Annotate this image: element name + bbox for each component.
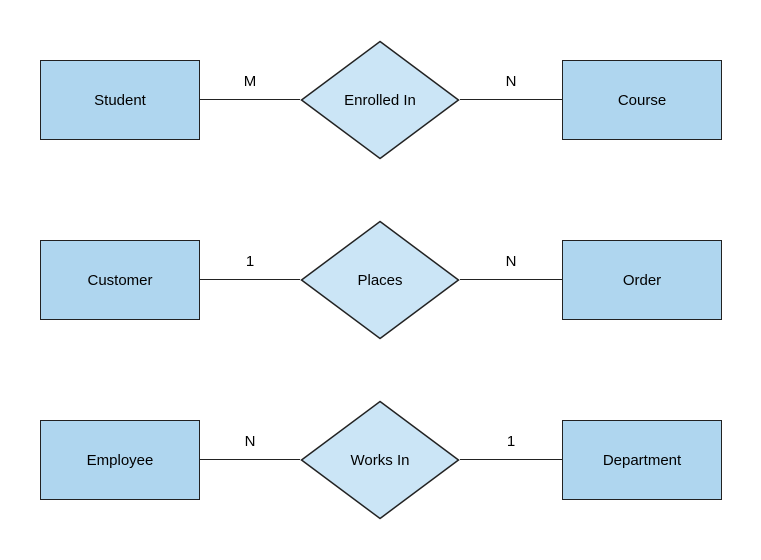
- diamond-shape: [300, 220, 460, 340]
- cardinality-label: N: [244, 433, 256, 450]
- diamond-shape: [300, 40, 460, 160]
- entity-node: Customer: [40, 240, 200, 320]
- relationship-row: Customer 1 Places N Order: [0, 220, 761, 340]
- connector-line: [460, 459, 562, 460]
- connector-line: [460, 279, 562, 280]
- relationship-row: Student M Enrolled In N Course: [0, 40, 761, 160]
- entity-label: Student: [94, 91, 146, 109]
- entity-label: Order: [622, 271, 662, 289]
- connector-line: [200, 279, 300, 280]
- cardinality-label: 1: [506, 433, 516, 450]
- cardinality-label: N: [505, 253, 517, 270]
- entity-label: Department: [602, 451, 682, 469]
- connector-line: [200, 99, 300, 100]
- connector-line: [200, 459, 300, 460]
- entity-node: Student: [40, 60, 200, 140]
- entity-node: Department: [562, 420, 722, 500]
- relationship-diamond: Works In: [300, 400, 460, 520]
- relationship-row: Employee N Works In 1 Department: [0, 400, 761, 520]
- cardinality-label: 1: [245, 253, 255, 270]
- relationship-diamond: Enrolled In: [300, 40, 460, 160]
- connector-line: [460, 99, 562, 100]
- relationship-diamond: Places: [300, 220, 460, 340]
- entity-node: Course: [562, 60, 722, 140]
- cardinality-label: N: [505, 73, 517, 90]
- entity-label: Employee: [86, 451, 154, 469]
- entity-node: Order: [562, 240, 722, 320]
- entity-node: Employee: [40, 420, 200, 500]
- cardinality-label: M: [243, 73, 257, 90]
- diamond-shape: [300, 400, 460, 520]
- entity-label: Customer: [87, 271, 153, 289]
- entity-label: Course: [617, 91, 667, 109]
